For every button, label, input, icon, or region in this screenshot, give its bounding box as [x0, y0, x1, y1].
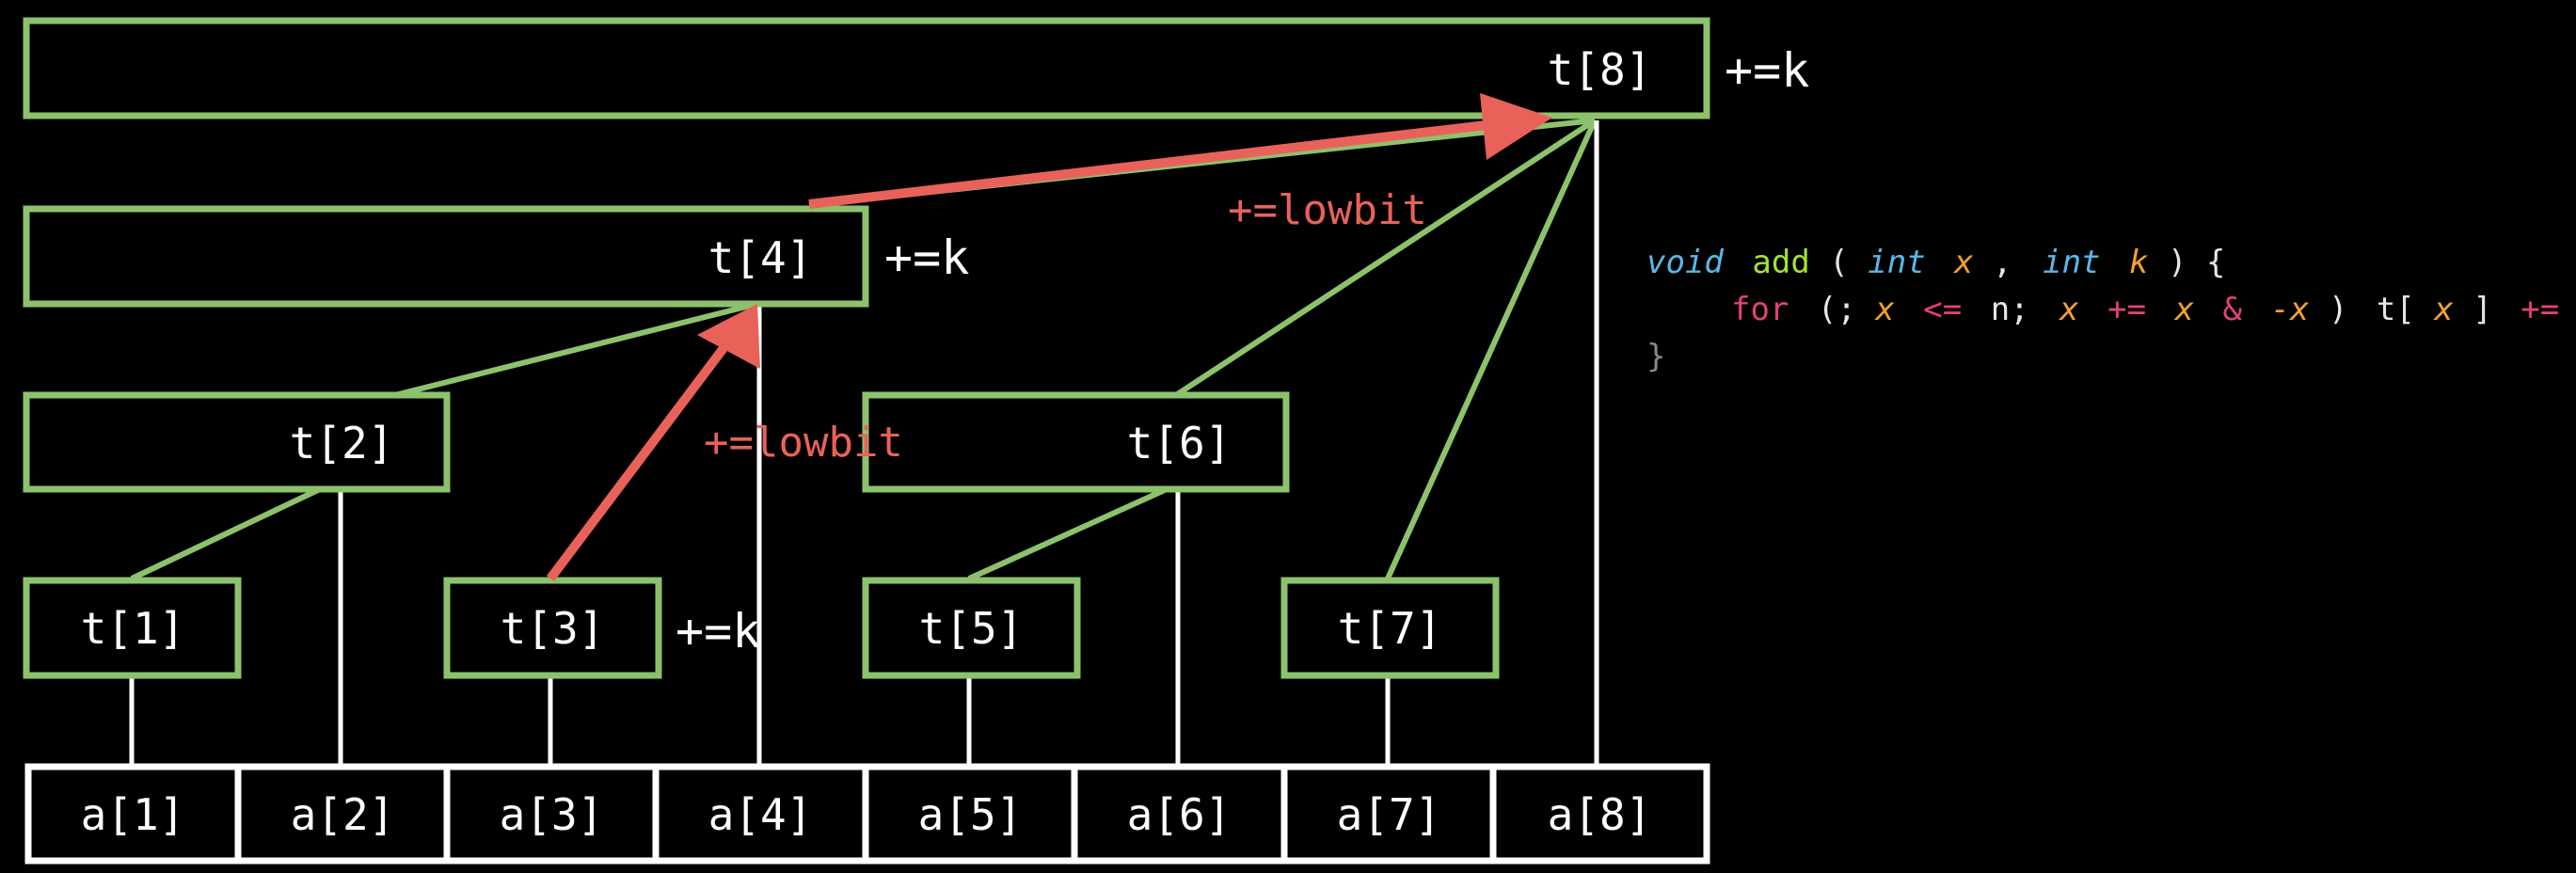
code-paren: (: [1829, 244, 1848, 281]
arrow-t3-to-t4: [547, 337, 733, 582]
code-kw-int: int: [2043, 244, 2100, 281]
update-label-t8: +=k: [1725, 43, 1809, 98]
node-t4: [23, 205, 869, 308]
edge-t1-t2: [130, 486, 322, 581]
code-plain: ): [2329, 291, 2347, 328]
code-paren-close: ) {: [2168, 244, 2225, 281]
code-param-k: k: [2129, 244, 2148, 281]
array-cells: [24, 763, 1710, 865]
node-labels: t[8] t[4] t[2] t[6] t[1] t[3] t[5] t[7]: [81, 44, 1652, 654]
arrow-t4-to-t8: [808, 119, 1495, 209]
label-a8: a[8]: [1548, 789, 1652, 840]
edge-t2-t4: [394, 301, 758, 398]
code-var-negx: -x: [2271, 291, 2310, 328]
node-t5: [862, 577, 1081, 679]
array-links: [129, 120, 1599, 767]
node-t1: [23, 577, 242, 679]
lowbit-labels: +=lowbit +=lowbit: [704, 186, 1427, 467]
label-t6: t[6]: [1127, 418, 1232, 468]
label-t3: t[3]: [501, 603, 605, 654]
code-plain: t[: [2377, 291, 2415, 328]
code-plain: ]: [2473, 291, 2491, 328]
label-t7: t[7]: [1338, 603, 1442, 654]
update-label-t3: +=k: [676, 604, 760, 659]
label-t8: t[8]: [1548, 44, 1652, 95]
label-a6: a[6]: [1127, 789, 1232, 840]
update-label-t4: +=k: [884, 230, 969, 285]
label-a7: a[7]: [1337, 789, 1441, 840]
edge-t7-t8: [1385, 119, 1598, 580]
update-labels: +=k +=k +=k: [676, 43, 1809, 659]
label-t1: t[1]: [81, 603, 185, 654]
step-label-2: +=lowbit: [1228, 186, 1427, 234]
label-a2: a[2]: [291, 789, 395, 840]
code-var-x: x: [2058, 291, 2079, 328]
label-a4: a[4]: [708, 789, 813, 840]
step-label-1: +=lowbit: [704, 419, 903, 467]
label-t5: t[5]: [919, 603, 1024, 654]
edge-t5-t6: [967, 486, 1169, 581]
node-t3: [443, 577, 662, 679]
label-a1: a[1]: [81, 789, 185, 840]
code-op-pe: +=: [2520, 291, 2559, 328]
code-op-pe: +=: [2107, 291, 2146, 328]
node-t6: [862, 391, 1290, 493]
label-t2: t[2]: [290, 418, 394, 468]
update-path-arrows: [547, 93, 1552, 582]
code-param-x: x: [1952, 244, 1974, 281]
array-labels: a[1] a[2] a[3] a[4] a[5] a[6] a[7] a[8]: [81, 789, 1652, 840]
edge-t6-t8: [1174, 118, 1597, 398]
code-var-x: x: [2432, 291, 2454, 328]
code-line-3: }: [1646, 338, 1665, 375]
code-line-1: void add ( int x , int k ) {: [1646, 244, 2225, 281]
node-t7: [1280, 577, 1500, 679]
node-t2: [23, 391, 451, 493]
code-op-le: <=: [1923, 291, 1962, 328]
arrowhead-t8: [1480, 93, 1552, 160]
code-comma: ,: [1993, 244, 2012, 281]
code-var-x: x: [2173, 291, 2195, 328]
node-t8: [23, 17, 1710, 119]
code-line-2: for (; x <= n; x += x & -x ) t[ x ] += k…: [1731, 291, 2576, 328]
code-fn-add: add: [1752, 244, 1809, 281]
code-kw-for: for: [1731, 291, 1789, 328]
arrowhead-t4: [697, 304, 760, 369]
code-plain: (;: [1818, 291, 1875, 328]
label-a3: a[3]: [500, 789, 604, 840]
code-kw-void: void: [1646, 244, 1724, 281]
label-t4: t[4]: [708, 232, 813, 283]
code-kw-int: int: [1868, 244, 1925, 281]
label-a5: a[5]: [918, 789, 1023, 840]
tree-nodes: [23, 17, 1710, 679]
code-op-amp: &: [2223, 291, 2243, 328]
code-snippet: void add ( int x , int k ) { for (; x <=…: [1646, 244, 2576, 375]
code-var-n: n;: [1991, 291, 2029, 328]
code-var-x: x: [1873, 291, 1895, 328]
